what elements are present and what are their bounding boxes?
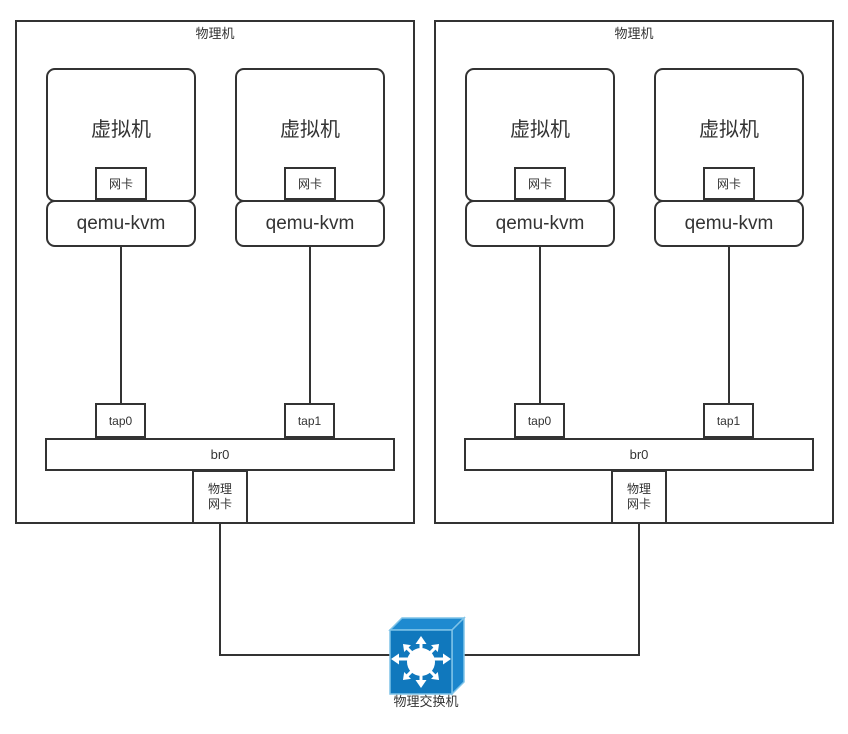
- bridge-br0-host-2-label: br0: [629, 447, 649, 462]
- wire-qemu-2-1-to-tap0: [539, 247, 541, 404]
- vm-2-2-nic: 网卡: [703, 167, 755, 200]
- vm-2-1-nic-label: 网卡: [527, 176, 552, 191]
- tap-2-0: tap0: [514, 403, 565, 438]
- tap-1-0-label: tap0: [108, 413, 133, 428]
- wire-qemu-1-2-to-tap1: [309, 247, 311, 404]
- physical-switch-label: 物理交换机: [393, 694, 459, 709]
- qemu-kvm-1-2-label: qemu-kvm: [265, 212, 355, 234]
- tap-2-0-label: tap0: [527, 413, 552, 428]
- physical-nic-host-2: 物理 网卡: [611, 470, 667, 524]
- tap-1-0: tap0: [95, 403, 146, 438]
- bridge-br0-host-1-label: br0: [210, 447, 230, 462]
- physical-nic-host-1: 物理 网卡: [192, 470, 248, 524]
- bridge-br0-host-1: br0: [45, 438, 395, 471]
- wire-qemu-2-2-to-tap1: [728, 247, 730, 404]
- vm-1-2-nic-label: 网卡: [297, 176, 322, 191]
- wire-host-2-downlink-horizontal: [464, 654, 640, 656]
- vm-2-2-nic-label: 网卡: [716, 176, 741, 191]
- physical-host-1-label: 物理机: [195, 26, 235, 41]
- tap-1-1-label: tap1: [297, 413, 322, 428]
- wire-host-2-downlink-vertical: [638, 524, 640, 655]
- tap-2-1-label: tap1: [716, 413, 741, 428]
- vm-2-1: 虚拟机: [465, 68, 615, 202]
- physical-switch: 物理交换机: [386, 616, 466, 716]
- qemu-kvm-1-1: qemu-kvm: [46, 200, 196, 247]
- physical-host-2-label: 物理机: [614, 26, 654, 41]
- tap-2-1: tap1: [703, 403, 754, 438]
- vm-1-1-label: 虚拟机: [91, 119, 151, 141]
- wire-qemu-1-1-to-tap0: [120, 247, 122, 404]
- qemu-kvm-1-2: qemu-kvm: [235, 200, 385, 247]
- physical-nic-host-2-line1: 物理: [626, 482, 651, 496]
- wire-host-1-downlink-horizontal: [219, 654, 390, 656]
- physical-nic-host-1-line1: 物理: [207, 482, 232, 496]
- physical-nic-host-1-line2: 网卡: [207, 497, 232, 511]
- network-switch-icon: [388, 616, 466, 696]
- tap-1-1: tap1: [284, 403, 335, 438]
- qemu-kvm-2-1-label: qemu-kvm: [495, 212, 585, 234]
- qemu-kvm-2-1: qemu-kvm: [465, 200, 615, 247]
- vm-1-2-nic: 网卡: [284, 167, 336, 200]
- vm-2-2-label: 虚拟机: [699, 119, 759, 141]
- vm-1-1-nic: 网卡: [95, 167, 147, 200]
- vm-1-1-nic-label: 网卡: [108, 176, 133, 191]
- vm-2-1-nic: 网卡: [514, 167, 566, 200]
- vm-2-1-label: 虚拟机: [510, 119, 570, 141]
- vm-2-2: 虚拟机: [654, 68, 804, 202]
- qemu-kvm-2-2: qemu-kvm: [654, 200, 804, 247]
- bridge-br0-host-2: br0: [464, 438, 814, 471]
- physical-nic-host-2-line2: 网卡: [626, 497, 651, 511]
- wire-host-1-downlink-vertical: [219, 524, 221, 655]
- vm-1-2-label: 虚拟机: [280, 119, 340, 141]
- qemu-kvm-2-2-label: qemu-kvm: [684, 212, 774, 234]
- qemu-kvm-1-1-label: qemu-kvm: [76, 212, 166, 234]
